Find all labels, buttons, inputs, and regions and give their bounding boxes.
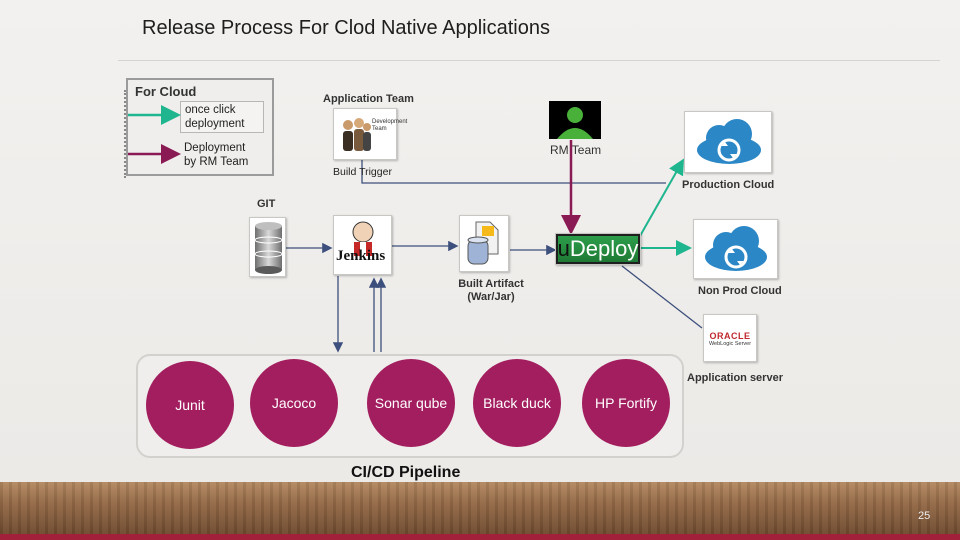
jenkins-butler-icon (352, 221, 374, 256)
rm-team-label: RM Team (550, 143, 602, 157)
footer-wood-band (0, 482, 960, 534)
development-team-image: Development Team (333, 108, 408, 160)
stage-blackduck: Black duck (473, 359, 561, 447)
built-artifact-label: Built Artifact (War/Jar) (458, 278, 524, 303)
legend-dotted-edge (124, 90, 126, 178)
production-cloud-tile (684, 111, 772, 173)
pipeline-label: CI/CD Pipeline (351, 464, 461, 481)
git-label: GIT (257, 198, 276, 210)
build-trigger-line (361, 160, 666, 184)
jenkins-wordmark: Jenkins (336, 248, 386, 264)
built-artifact-tile (459, 215, 509, 272)
oracle-wordmark: ORACLE (709, 331, 751, 341)
stage-sonarqube: Sonar qube (367, 359, 455, 447)
development-team-caption: Development Team (372, 119, 408, 132)
jenkins-tile: Jenkins (333, 215, 392, 275)
udeploy-to-production-line (639, 158, 684, 237)
non-prod-cloud-tile (693, 219, 778, 279)
database-icon (254, 222, 283, 274)
footer-accent-strip (0, 534, 960, 540)
non-prod-cloud-label: Non Prod Cloud (698, 285, 782, 297)
title-divider (118, 60, 940, 61)
artifact-icon (467, 221, 499, 265)
udeploy-prefix: u (557, 236, 570, 261)
stage-junit: Junit (146, 361, 234, 449)
slide-title: Release Process For Clod Native Applicat… (142, 17, 550, 39)
udeploy-to-oracle-line (621, 265, 703, 329)
application-team-label: Application Team (323, 93, 414, 105)
rm-team-avatar (549, 101, 601, 139)
stage-hp-fortify: HP Fortify (582, 359, 670, 447)
legend-item-rm-team: Deployment by RM Team (184, 142, 249, 168)
page-number: 25 (918, 510, 931, 522)
git-repository-tile (249, 217, 286, 277)
weblogic-wordmark: WebLogic Server (708, 341, 752, 347)
udeploy-name: Deploy (569, 236, 639, 261)
legend-heading: For Cloud (135, 84, 197, 99)
user-icon (557, 107, 593, 139)
build-trigger-label: Build Trigger (333, 166, 392, 178)
cloud-sync-icon (697, 119, 761, 164)
application-server-label: Application server (687, 372, 783, 384)
people-icon (343, 118, 371, 151)
production-cloud-label: Production Cloud (682, 179, 775, 191)
cloud-sync-icon (705, 226, 767, 271)
oracle-weblogic-logo: ORACLE WebLogic Server (703, 314, 757, 362)
stage-jacoco: Jacoco (250, 359, 338, 447)
